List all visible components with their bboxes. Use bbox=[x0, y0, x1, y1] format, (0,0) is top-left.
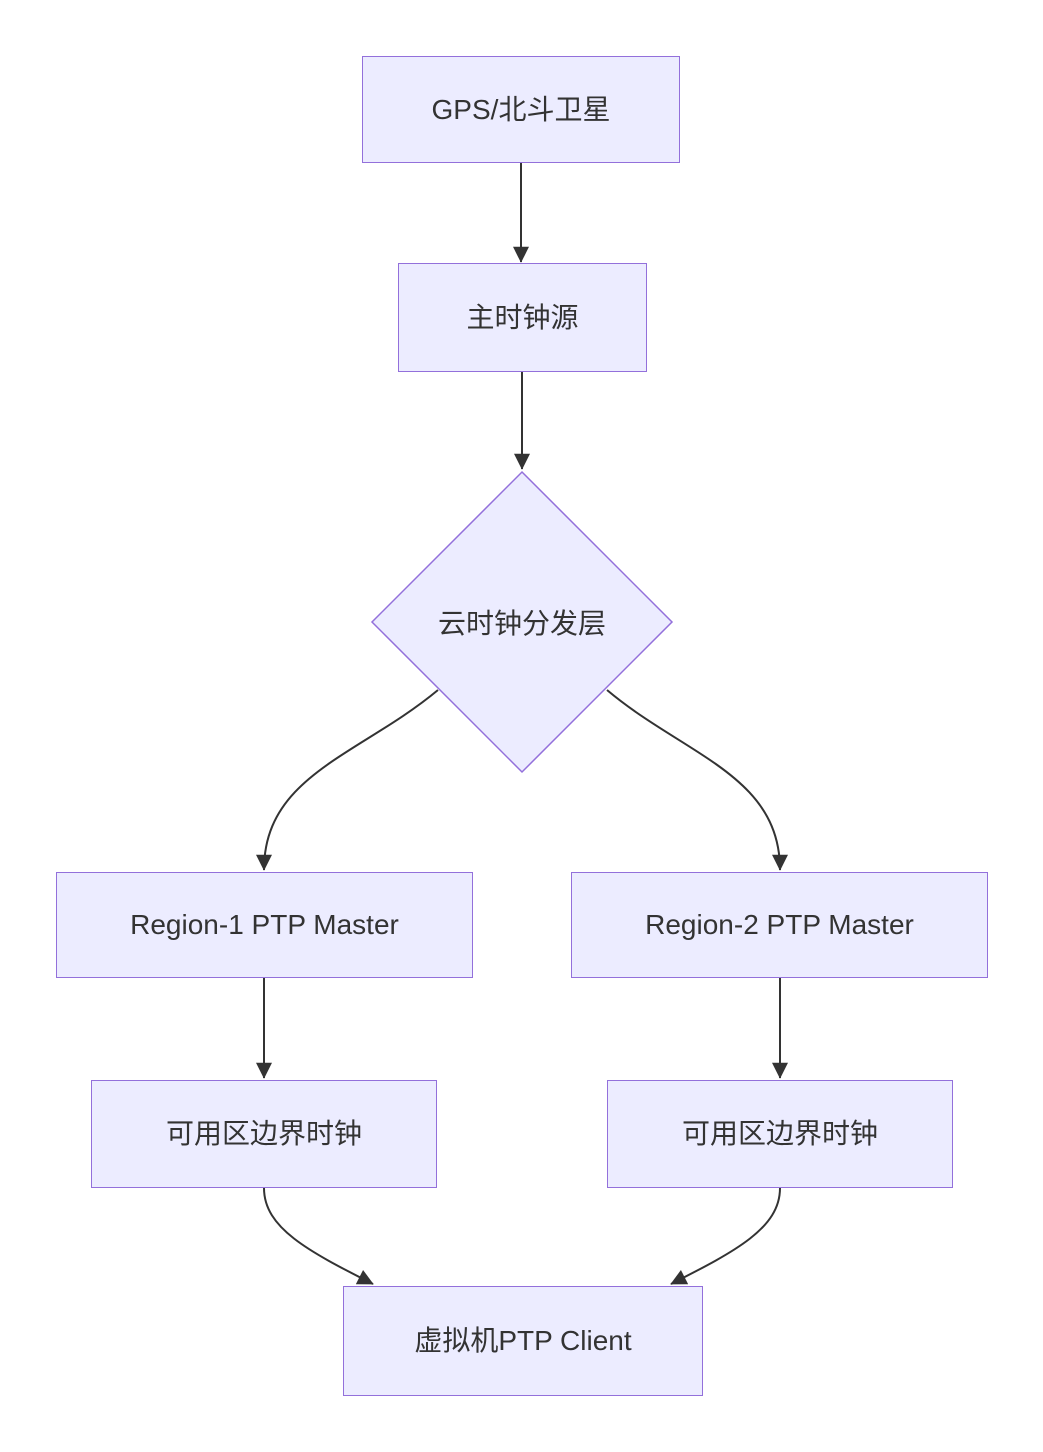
edge-distribution-to-region1 bbox=[256, 689, 439, 871]
edge-az1-to-vm bbox=[263, 1187, 374, 1285]
edge-distribution-to-region2 bbox=[606, 689, 788, 871]
node-vm-ptp-client: 虚拟机PTP Client bbox=[343, 1286, 703, 1396]
node-az-boundary-clock-2-label: 可用区边界时钟 bbox=[681, 1118, 878, 1150]
node-region1-ptp-master: Region-1 PTP Master bbox=[56, 872, 473, 978]
node-region2-ptp-master-label: Region-2 PTP Master bbox=[645, 909, 914, 941]
node-cloud-distribution: 云时钟分发层 bbox=[397, 590, 647, 654]
node-cloud-distribution-shape bbox=[370, 470, 674, 774]
node-az-boundary-clock-2: 可用区边界时钟 bbox=[607, 1080, 953, 1188]
node-master-clock-source-label: 主时钟源 bbox=[466, 301, 579, 333]
node-vm-ptp-client-label: 虚拟机PTP Client bbox=[414, 1325, 632, 1357]
edge-az2-to-vm bbox=[670, 1187, 781, 1285]
node-region2-ptp-master: Region-2 PTP Master bbox=[571, 872, 988, 978]
node-az-boundary-clock-1-label: 可用区边界时钟 bbox=[165, 1118, 362, 1150]
node-region1-ptp-master-label: Region-1 PTP Master bbox=[130, 909, 399, 941]
node-gps-satellite-label: GPS/北斗卫星 bbox=[431, 93, 611, 125]
node-master-clock-source: 主时钟源 bbox=[398, 263, 647, 372]
node-cloud-distribution-label: 云时钟分发层 bbox=[437, 608, 606, 639]
node-gps-satellite: GPS/北斗卫星 bbox=[362, 56, 680, 163]
node-az-boundary-clock-1: 可用区边界时钟 bbox=[91, 1080, 437, 1188]
